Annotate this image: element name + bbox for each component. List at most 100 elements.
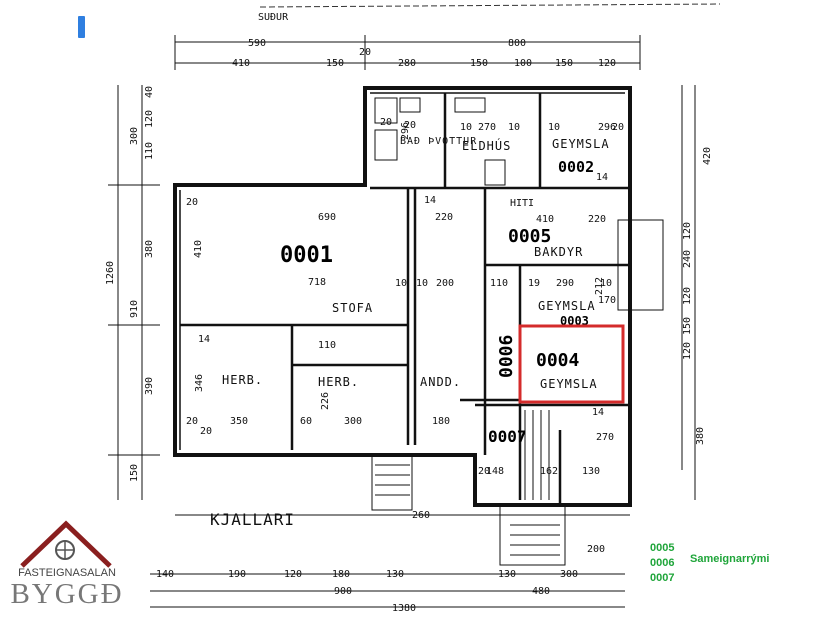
bottom-dim-5: 130 (386, 569, 404, 580)
svg-text:20: 20 (380, 117, 392, 128)
room-label-storage-2: GEYMSLA (538, 299, 596, 313)
top-dimensions (174, 35, 641, 70)
svg-text:296: 296 (400, 122, 411, 140)
svg-text:10: 10 (508, 122, 520, 133)
svg-text:212: 212 (594, 277, 605, 295)
bottom-dim-480: 480 (532, 586, 550, 597)
svg-text:200: 200 (436, 278, 454, 289)
svg-text:220: 220 (588, 214, 606, 225)
brand-roof-icon (20, 520, 112, 568)
left-dim-3: 120 (144, 110, 155, 128)
svg-text:718: 718 (308, 277, 326, 288)
bottom-dim-3: 120 (284, 569, 302, 580)
right-dim-1: 420 (702, 147, 713, 165)
unit-number-0002: 0002 (558, 158, 594, 176)
top-dim-10: 120 (598, 58, 616, 69)
bottom-dim-200: 200 (587, 544, 605, 555)
right-dim-4: 120 (682, 287, 693, 305)
brand-logo: FASTEIGNASALAN BYGGÐ (8, 520, 126, 616)
legend-code-0005: 0005 (650, 542, 675, 554)
bottom-dimensions (150, 514, 630, 608)
bottom-dim-6: 130 (498, 569, 516, 580)
svg-text:20: 20 (186, 416, 198, 427)
svg-text:170: 170 (598, 295, 616, 306)
bottom-dim-2: 190 (228, 569, 246, 580)
svg-text:300: 300 (344, 416, 362, 427)
right-dim-5: 150 (682, 317, 693, 335)
scan-edge-line (259, 3, 721, 8)
svg-text:20: 20 (478, 466, 490, 477)
svg-text:14: 14 (198, 334, 210, 345)
svg-text:220: 220 (435, 212, 453, 223)
highlight-unit-0004 (518, 324, 625, 404)
top-dim-3: 800 (508, 38, 526, 49)
svg-text:410: 410 (536, 214, 554, 225)
svg-text:690: 690 (318, 212, 336, 223)
svg-text:10: 10 (600, 278, 612, 289)
unit-number-0007: 0007 (488, 427, 527, 446)
svg-text:410: 410 (193, 240, 204, 258)
room-label-bedroom-2: HERB. (318, 375, 359, 389)
svg-text:10: 10 (416, 278, 428, 289)
left-dim-5: 1260 (105, 261, 116, 285)
svg-text:110: 110 (490, 278, 508, 289)
svg-text:162: 162 (540, 466, 558, 477)
brand-name-bottom: BYGGÐ (10, 578, 124, 610)
svg-text:148: 148 (486, 466, 504, 477)
svg-text:346: 346 (194, 374, 205, 392)
top-dim-4: 410 (232, 58, 250, 69)
svg-text:290: 290 (556, 278, 574, 289)
top-dim-7: 150 (470, 58, 488, 69)
unit-number-0001: 0001 (280, 243, 333, 268)
top-dim-8: 100 (514, 58, 532, 69)
svg-text:10: 10 (548, 122, 560, 133)
top-dim-6: 280 (398, 58, 416, 69)
svg-text:60: 60 (300, 416, 312, 427)
right-dim-2: 240 (682, 250, 693, 268)
bottom-dim-total: 1380 (392, 603, 416, 614)
brand-name-top: FASTEIGNASALAN (18, 567, 116, 579)
bottom-dim-1: 140 (156, 569, 174, 580)
left-dim-2: 110 (144, 142, 155, 160)
svg-text:20: 20 (404, 120, 416, 131)
room-label-living: STOFA (332, 301, 373, 315)
svg-text:10: 10 (395, 278, 407, 289)
room-label-hall: ANDD. (420, 375, 461, 389)
room-label-bedroom-1: HERB. (222, 373, 263, 387)
top-dim-2: 20 (359, 47, 371, 58)
compass-label: SUĐUR (258, 12, 289, 23)
svg-text:10: 10 (460, 122, 472, 133)
fixture-marks (371, 97, 664, 566)
svg-text:20: 20 (612, 122, 624, 133)
left-dim-6: 380 (144, 240, 155, 258)
legend-label: Sameignarrými (690, 553, 770, 565)
left-dim-9: 150 (129, 464, 140, 482)
right-dim-3: 120 (682, 222, 693, 240)
svg-text:226: 226 (320, 392, 331, 410)
svg-text:14: 14 (596, 172, 608, 183)
left-dim-4: 40 (144, 86, 155, 98)
top-dim-9: 150 (555, 58, 573, 69)
room-label-storage-3: GEYMSLA (540, 377, 598, 391)
svg-text:270: 270 (478, 122, 496, 133)
top-dim-1: 590 (248, 38, 266, 49)
right-dim-7: 380 (695, 427, 706, 445)
bottom-dim-4: 180 (332, 569, 350, 580)
left-dim-8: 390 (144, 377, 155, 395)
room-label-bath: BAÐ ÞVOTTUR (400, 136, 477, 147)
legend-codes: 0005 0006 0007 (650, 541, 674, 586)
interior-walls (180, 93, 630, 505)
right-dimensions (681, 85, 696, 500)
right-dim-6: 120 (682, 342, 693, 360)
left-dimensions (108, 85, 160, 500)
room-label-kitchen: ELDHÚS (462, 138, 511, 153)
bottom-dim-260: 260 (412, 510, 430, 521)
stair-lines (375, 410, 560, 556)
svg-text:110: 110 (318, 340, 336, 351)
room-label-backdoor: BAKDYR (534, 245, 583, 259)
legend-code-0006: 0006 (650, 557, 675, 569)
svg-text:14: 14 (592, 407, 604, 418)
svg-text:296: 296 (598, 122, 616, 133)
